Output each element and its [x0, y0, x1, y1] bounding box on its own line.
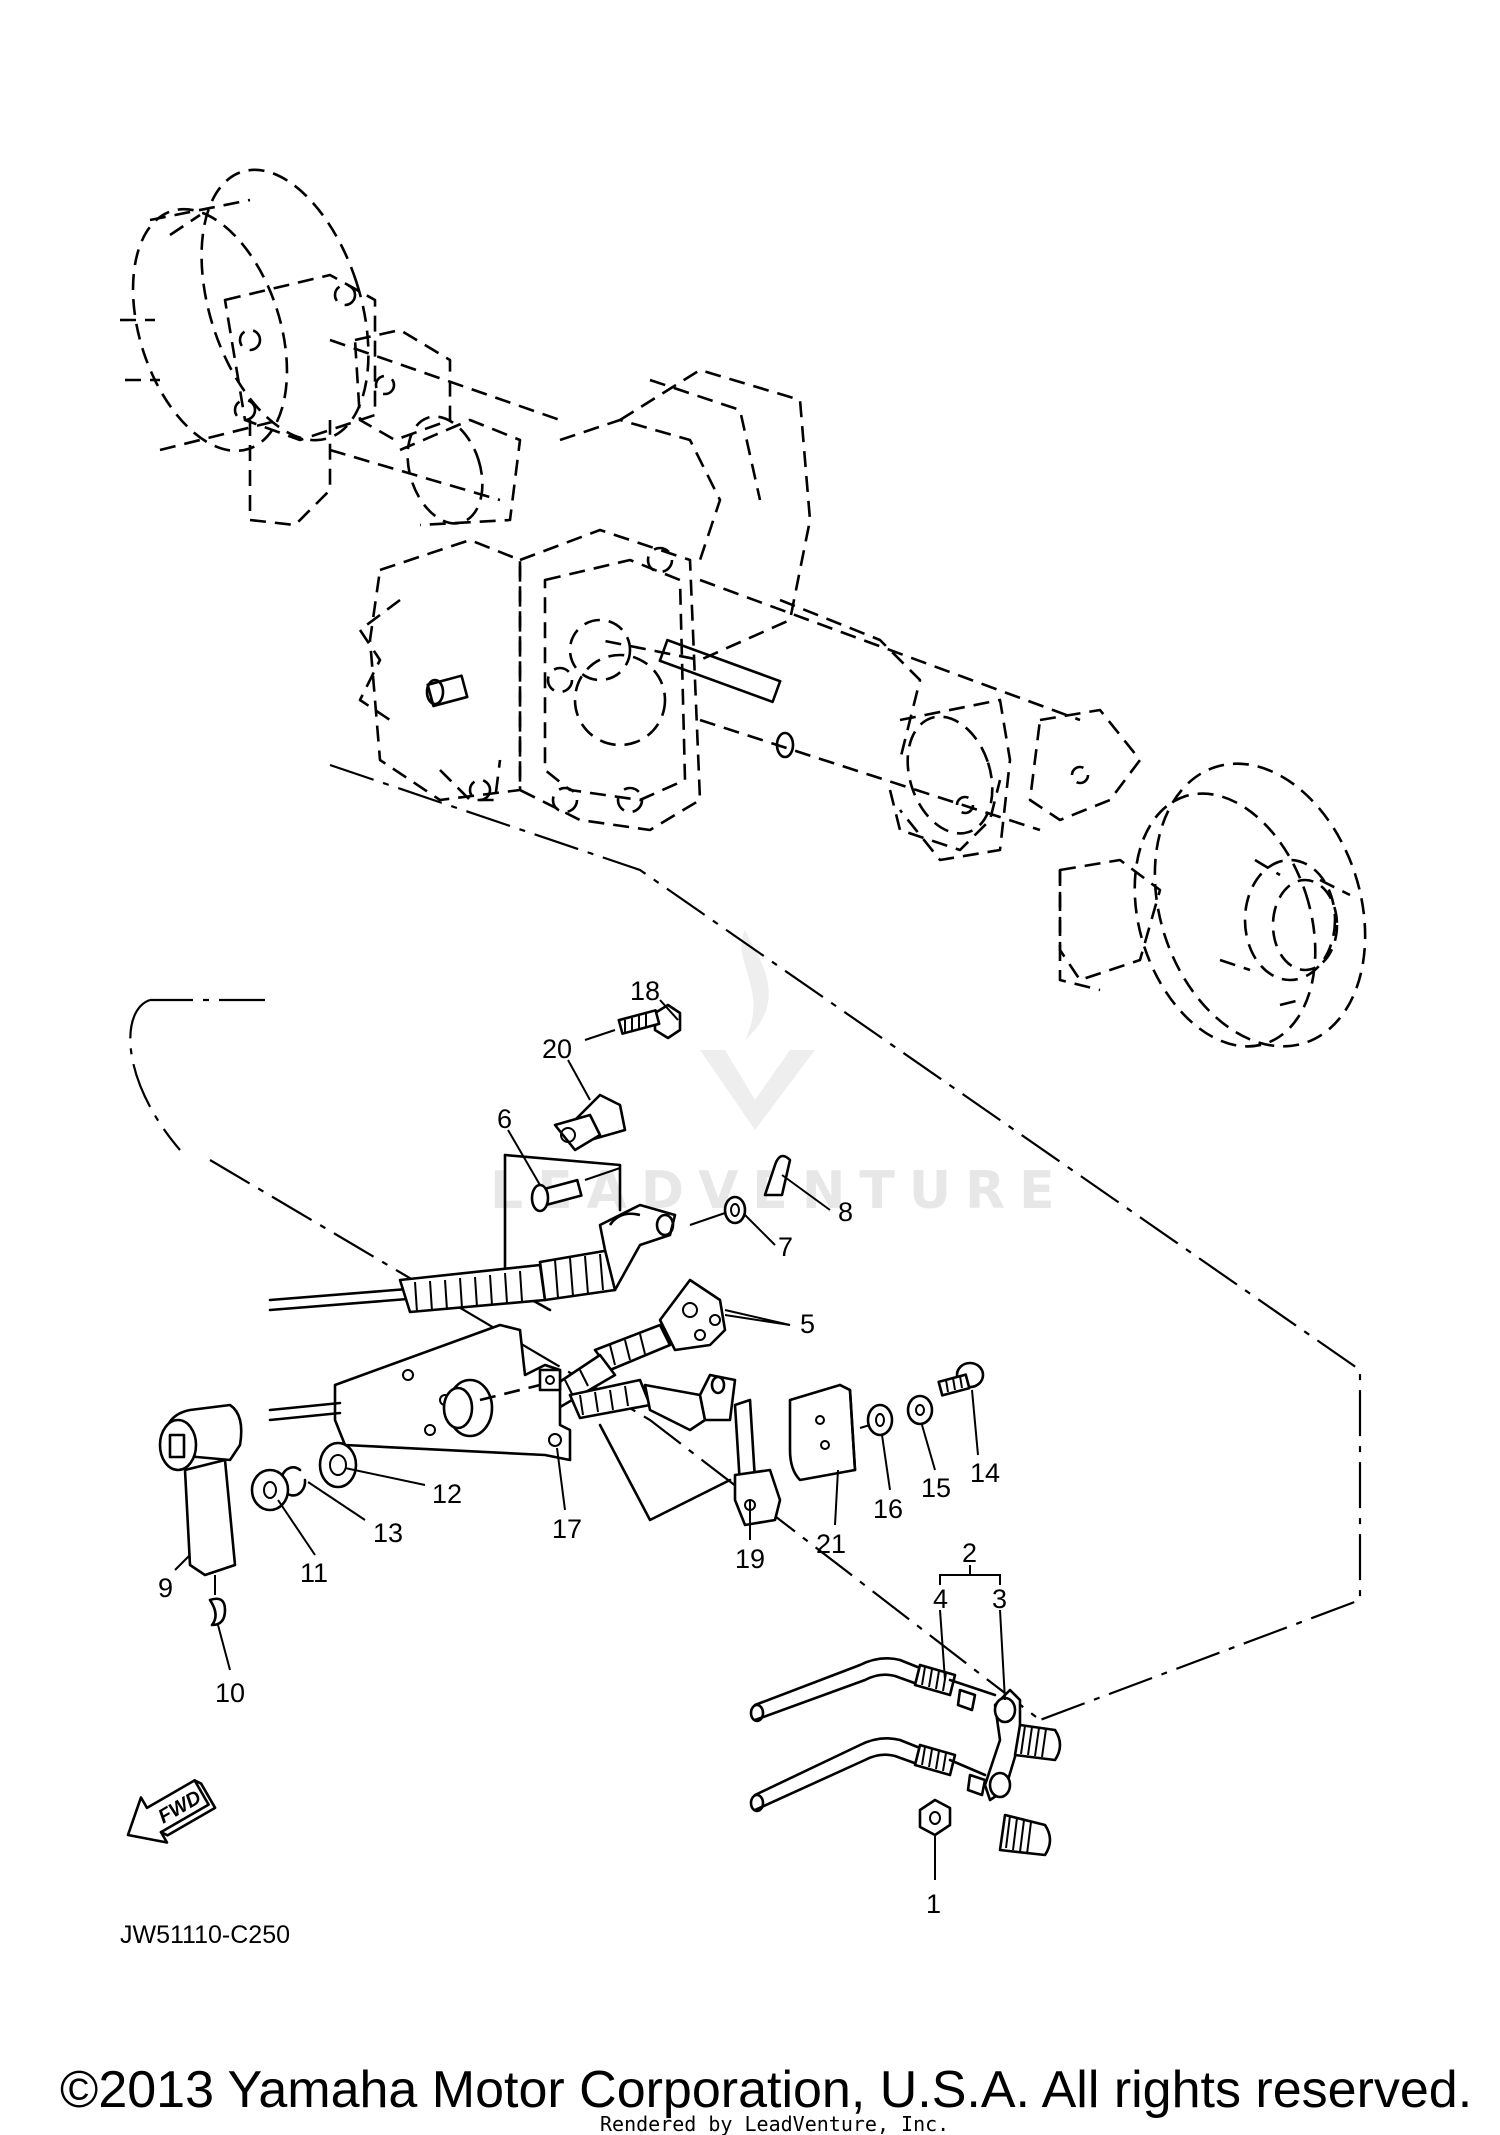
callout-17: 17 [552, 1514, 582, 1544]
lockwasher-15 [906, 1394, 934, 1426]
callout-3: 3 [992, 1584, 1007, 1614]
callout-12: 12 [432, 1479, 462, 1509]
callout-20: 20 [542, 1034, 572, 1064]
plate-5 [658, 1278, 727, 1352]
pin-10 [208, 1597, 227, 1627]
washer-7 [723, 1195, 747, 1225]
spring-3 [1013, 1723, 1062, 1762]
nut-1 [918, 1798, 952, 1837]
reference-chain-lines [129, 763, 1362, 1722]
brake-cable-upper [268, 1203, 677, 1314]
clamp-19 [733, 1398, 782, 1527]
callout-19: 19 [735, 1544, 765, 1574]
copyright-notice: ©2013 Yamaha Motor Corporation, U.S.A. A… [60, 2061, 1472, 2119]
leader-lines [174, 999, 1006, 1880]
rear-axle-assembly [120, 168, 1367, 1048]
callout-6: 6 [497, 1104, 512, 1134]
washer-16 [866, 1403, 894, 1437]
callout-4: 4 [933, 1584, 948, 1614]
washer-12 [318, 1441, 358, 1489]
callout-5: 5 [800, 1309, 815, 1339]
callout-15: 15 [921, 1473, 951, 1503]
arm-9 [158, 1403, 243, 1577]
shift-brake-assembly [158, 1003, 985, 1627]
callout-16: 16 [873, 1494, 903, 1524]
callout-10: 10 [215, 1678, 245, 1708]
pin-6 [530, 1178, 583, 1213]
callout-8: 8 [838, 1197, 853, 1227]
callout-14: 14 [970, 1458, 1000, 1488]
collar [442, 1378, 541, 1438]
bolt-14 [937, 1361, 985, 1397]
callout-9: 9 [158, 1573, 173, 1603]
diagram-code: JW51110-C250 [120, 1921, 290, 1949]
clevis-20 [553, 1093, 627, 1152]
callout-18: 18 [630, 976, 660, 1006]
callout-11: 11 [300, 1558, 328, 1588]
callout-numbers: 1 2 3 4 5 6 7 8 9 10 11 12 13 14 15 16 1… [158, 976, 1007, 1919]
callout-1: 1 [926, 1889, 941, 1919]
cotter-pin-8 [763, 1154, 792, 1197]
bolt-18 [617, 1003, 682, 1040]
spring-lower [998, 1813, 1052, 1857]
rendered-by-credit: Rendered by LeadVenture, Inc. [600, 2112, 949, 2135]
bracket-21 [788, 1383, 857, 1482]
callout-13: 13 [373, 1518, 403, 1548]
callout-21: 21 [816, 1529, 846, 1559]
cable-assembly-2 [749, 1565, 1062, 1857]
callout-7: 7 [778, 1232, 793, 1262]
fwd-arrow-icon: FWD [126, 1779, 217, 1844]
washer-11 [250, 1468, 290, 1512]
callout-2: 2 [962, 1538, 977, 1568]
